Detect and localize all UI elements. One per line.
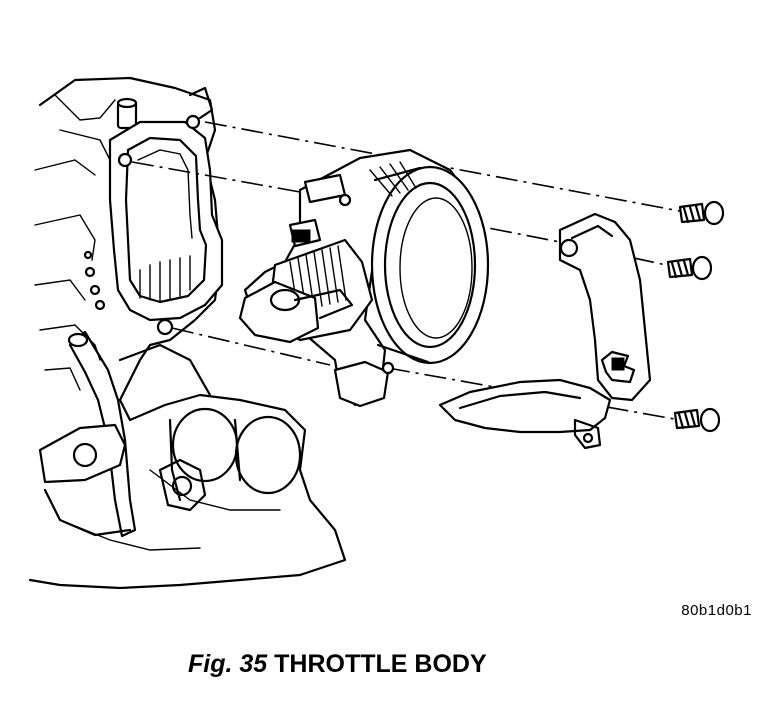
bolt-icon [673, 407, 721, 433]
figure-number: Fig. 35 [188, 650, 268, 678]
figure-reference-code: 80b1d0b1 [681, 602, 752, 619]
engine-intake-manifold-icon [28, 76, 347, 590]
figure-caption: Fig. 35 THROTTLE BODY [188, 650, 487, 679]
upper-bracket-icon [558, 212, 652, 402]
figure-title: THROTTLE BODY [274, 650, 487, 678]
lower-bracket-icon [438, 378, 612, 450]
bolt-icon [666, 255, 713, 281]
throttle-body-icon [238, 148, 490, 408]
bolt-icon [678, 200, 725, 226]
